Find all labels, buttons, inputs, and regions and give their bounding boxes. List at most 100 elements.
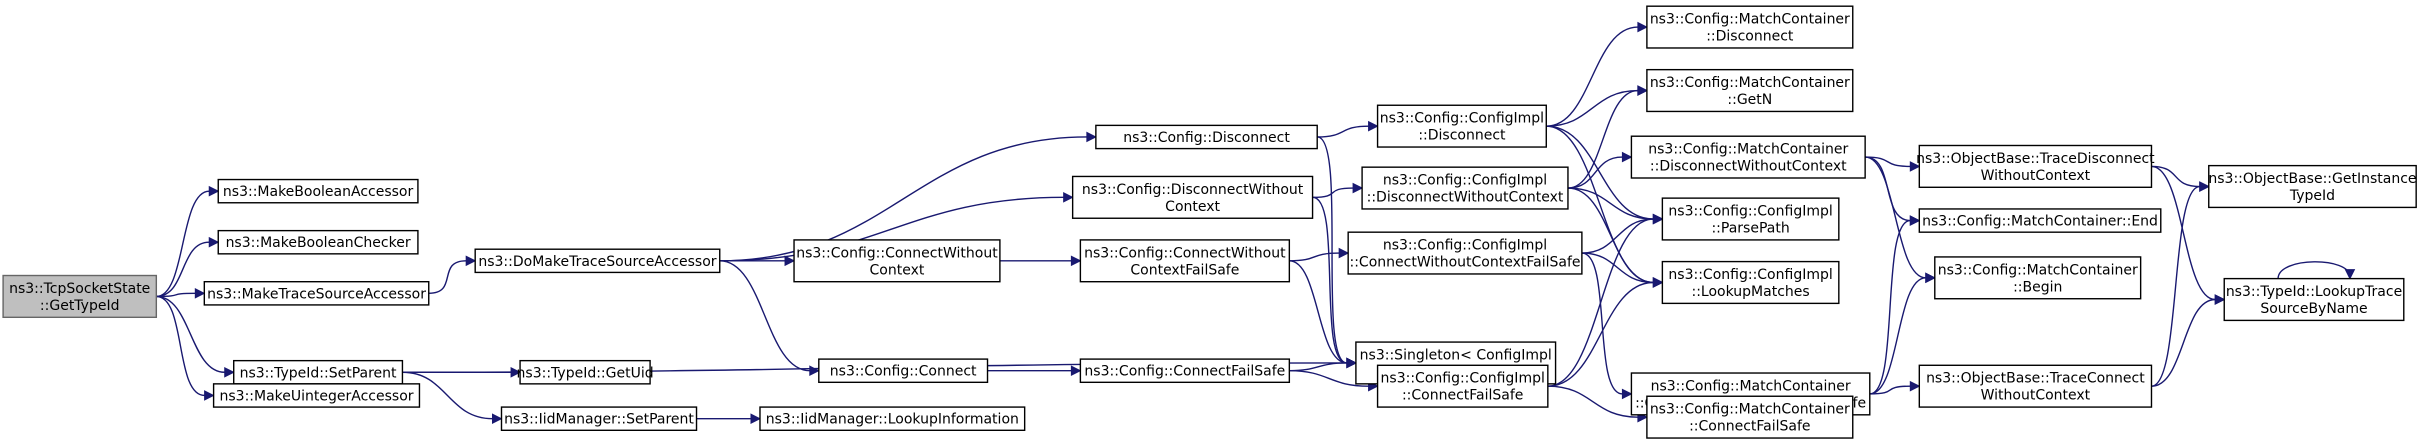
node-get-type-id[interactable]: ns3::TcpSocketState::GetTypeId [2, 274, 158, 319]
node-label: ns3::TypeId::GetUid [517, 365, 654, 381]
node-parse-path[interactable]: ns3::Config::ConfigImpl::ParsePath [1661, 197, 1840, 241]
node-box[interactable] [1361, 166, 1569, 210]
edge-arrowhead [750, 413, 762, 424]
node-lookup-matches[interactable]: ns3::Config::ConfigImpl::LookupMatches [1661, 260, 1840, 305]
node-label: ns3::TcpSocketState [9, 281, 150, 297]
node-ob-trace-connect[interactable]: ns3::ObjectBase::TraceConnectWithoutCont… [1918, 364, 2153, 408]
node-box[interactable] [818, 358, 989, 384]
node-box[interactable] [1079, 239, 1291, 283]
edge-arrowhead [1909, 161, 1921, 172]
node-box[interactable] [759, 406, 1026, 431]
node-mc-end[interactable]: ns3::Config::MatchContainer::End [1918, 208, 2162, 233]
edge-arrowhead [1086, 131, 1097, 143]
node-box[interactable] [519, 359, 651, 385]
node-box[interactable] [2223, 277, 2405, 322]
node-box[interactable] [217, 178, 419, 204]
node-box[interactable] [203, 281, 430, 306]
node-box[interactable] [1934, 256, 2142, 300]
node-box[interactable] [1661, 197, 1840, 241]
call-edge [1581, 252, 1654, 284]
node-label: ::DisconnectWithoutContext [1367, 190, 1564, 206]
edge-arrowhead [491, 413, 503, 424]
node-impl-disconnect-wo-ctx[interactable]: ns3::Config::ConfigImpl::DisconnectWitho… [1361, 166, 1569, 210]
node-impl-disconnect[interactable]: ns3::Config::ConfigImpl::Disconnect [1376, 104, 1547, 148]
node-box[interactable] [2, 274, 158, 319]
node-label: ::ParsePath [1711, 221, 1789, 237]
node-label: ns3::Config::Disconnect [1123, 130, 1290, 146]
call-edge [1869, 277, 1926, 395]
node-box[interactable] [500, 406, 698, 431]
node-label: ns3::Singleton< ConfigImpl [1360, 347, 1552, 363]
node-box[interactable] [1095, 124, 1318, 150]
node-mc-disconnect[interactable]: ns3::Config::MatchContainer::Disconnect [1646, 5, 1854, 49]
node-label: ns3::DoMakeTraceSourceAccessor [478, 254, 716, 270]
node-label: ::Begin [2013, 279, 2062, 295]
call-edge [2151, 165, 2216, 301]
call-edge [1289, 370, 1369, 387]
node-cfg-connect-wo-ctx[interactable]: ns3::Config::ConnectWithoutContext [793, 239, 1001, 283]
node-box[interactable] [1071, 175, 1314, 219]
call-edge [1546, 125, 1654, 220]
node-box[interactable] [1376, 104, 1547, 148]
node-box[interactable] [2208, 164, 2417, 209]
node-cfg-disconnect[interactable]: ns3::Config::Disconnect [1095, 124, 1318, 150]
call-edge [1865, 156, 1926, 279]
edge-arrowhead [208, 236, 220, 248]
node-mc-disconnect-wo-ctx[interactable]: ns3::Config::MatchContainer::DisconnectW… [1630, 135, 1866, 179]
node-label: ns3::Config::Connect [830, 364, 977, 380]
node-mc-connect-f-s[interactable]: ns3::Config::MatchContainer::ConnectFail… [1646, 395, 1854, 439]
node-box[interactable] [1347, 231, 1583, 275]
edge-arrowhead [2344, 269, 2356, 280]
node-box[interactable] [1630, 135, 1866, 179]
node-label: ns3::ObjectBase::GetInstance [2208, 171, 2416, 187]
node-label: ::ConnectFailSafe [1689, 419, 1810, 435]
node-label: Context [870, 262, 925, 278]
node-box[interactable] [1918, 364, 2153, 408]
edge-arrowhead [465, 255, 477, 267]
call-nodes: ns3::TcpSocketState::GetTypeId ns3::MakeB… [2, 5, 2417, 439]
node-cfg-disconnect-wo-ctx[interactable]: ns3::Config::DisconnectWithoutContext [1071, 175, 1314, 219]
edge-arrowhead [1621, 388, 1633, 400]
node-box[interactable] [1646, 395, 1854, 439]
node-mc-begin[interactable]: ns3::Config::MatchContainer::Begin [1934, 256, 2142, 300]
node-impl-connect-f-s[interactable]: ns3::Config::ConfigImpl::ConnectFailSafe [1376, 364, 1549, 408]
edge-arrowhead [2214, 294, 2226, 305]
node-box[interactable] [1646, 5, 1854, 49]
node-get-uid[interactable]: ns3::TypeId::GetUid [517, 359, 654, 385]
node-make-bool-chk[interactable]: ns3::MakeBooleanChecker [217, 229, 419, 255]
node-cfg-connect-f-s[interactable]: ns3::Config::ConnectFailSafe [1079, 358, 1291, 384]
node-iid-set-parent[interactable]: ns3::IidManager::SetParent [500, 406, 698, 431]
node-label: WithoutContext [1981, 168, 2091, 184]
node-do-make-trace[interactable]: ns3::DoMakeTraceSourceAccessor [474, 248, 721, 274]
call-edge [1289, 362, 1347, 372]
node-box[interactable] [217, 229, 419, 255]
node-cfg-connect[interactable]: ns3::Config::Connect [818, 358, 989, 384]
node-cfg-connect-wo-ctx-f-s[interactable]: ns3::Config::ConnectWithoutContextFailSa… [1079, 239, 1291, 283]
node-box[interactable] [1646, 68, 1854, 113]
node-box[interactable] [1376, 364, 1549, 408]
node-box[interactable] [1918, 208, 2162, 233]
node-label: TypeId [2289, 188, 2335, 204]
node-mc-get-n[interactable]: ns3::Config::MatchContainer::GetN [1646, 68, 1854, 113]
node-make-uint-acc[interactable]: ns3::MakeUintegerAccessor [212, 383, 421, 408]
edge-arrowhead [1346, 357, 1358, 369]
node-make-trace-src-acc[interactable]: ns3::MakeTraceSourceAccessor [203, 281, 430, 306]
node-box[interactable] [1661, 260, 1840, 305]
node-label: ::GetN [1727, 92, 1772, 108]
node-ob-trace-disconnect[interactable]: ns3::ObjectBase::TraceDisconnectWithoutC… [1916, 144, 2155, 188]
call-edge [1317, 125, 1369, 138]
node-make-bool-acc[interactable]: ns3::MakeBooleanAccessor [217, 178, 419, 204]
node-set-parent[interactable]: ns3::TypeId::SetParent [233, 359, 404, 385]
node-label: ns3::MakeBooleanAccessor [223, 184, 414, 200]
call-edge [2277, 261, 2351, 279]
node-impl-connect-wo-ctx-f-s[interactable]: ns3::Config::ConfigImpl::ConnectWithoutC… [1347, 231, 1583, 275]
node-box[interactable] [793, 239, 1001, 283]
node-iid-lookup[interactable]: ns3::IidManager::LookupInformation [759, 406, 1026, 431]
node-box[interactable] [1918, 144, 2153, 188]
node-box[interactable] [1079, 358, 1291, 384]
node-box[interactable] [212, 383, 421, 408]
node-box[interactable] [474, 248, 721, 274]
